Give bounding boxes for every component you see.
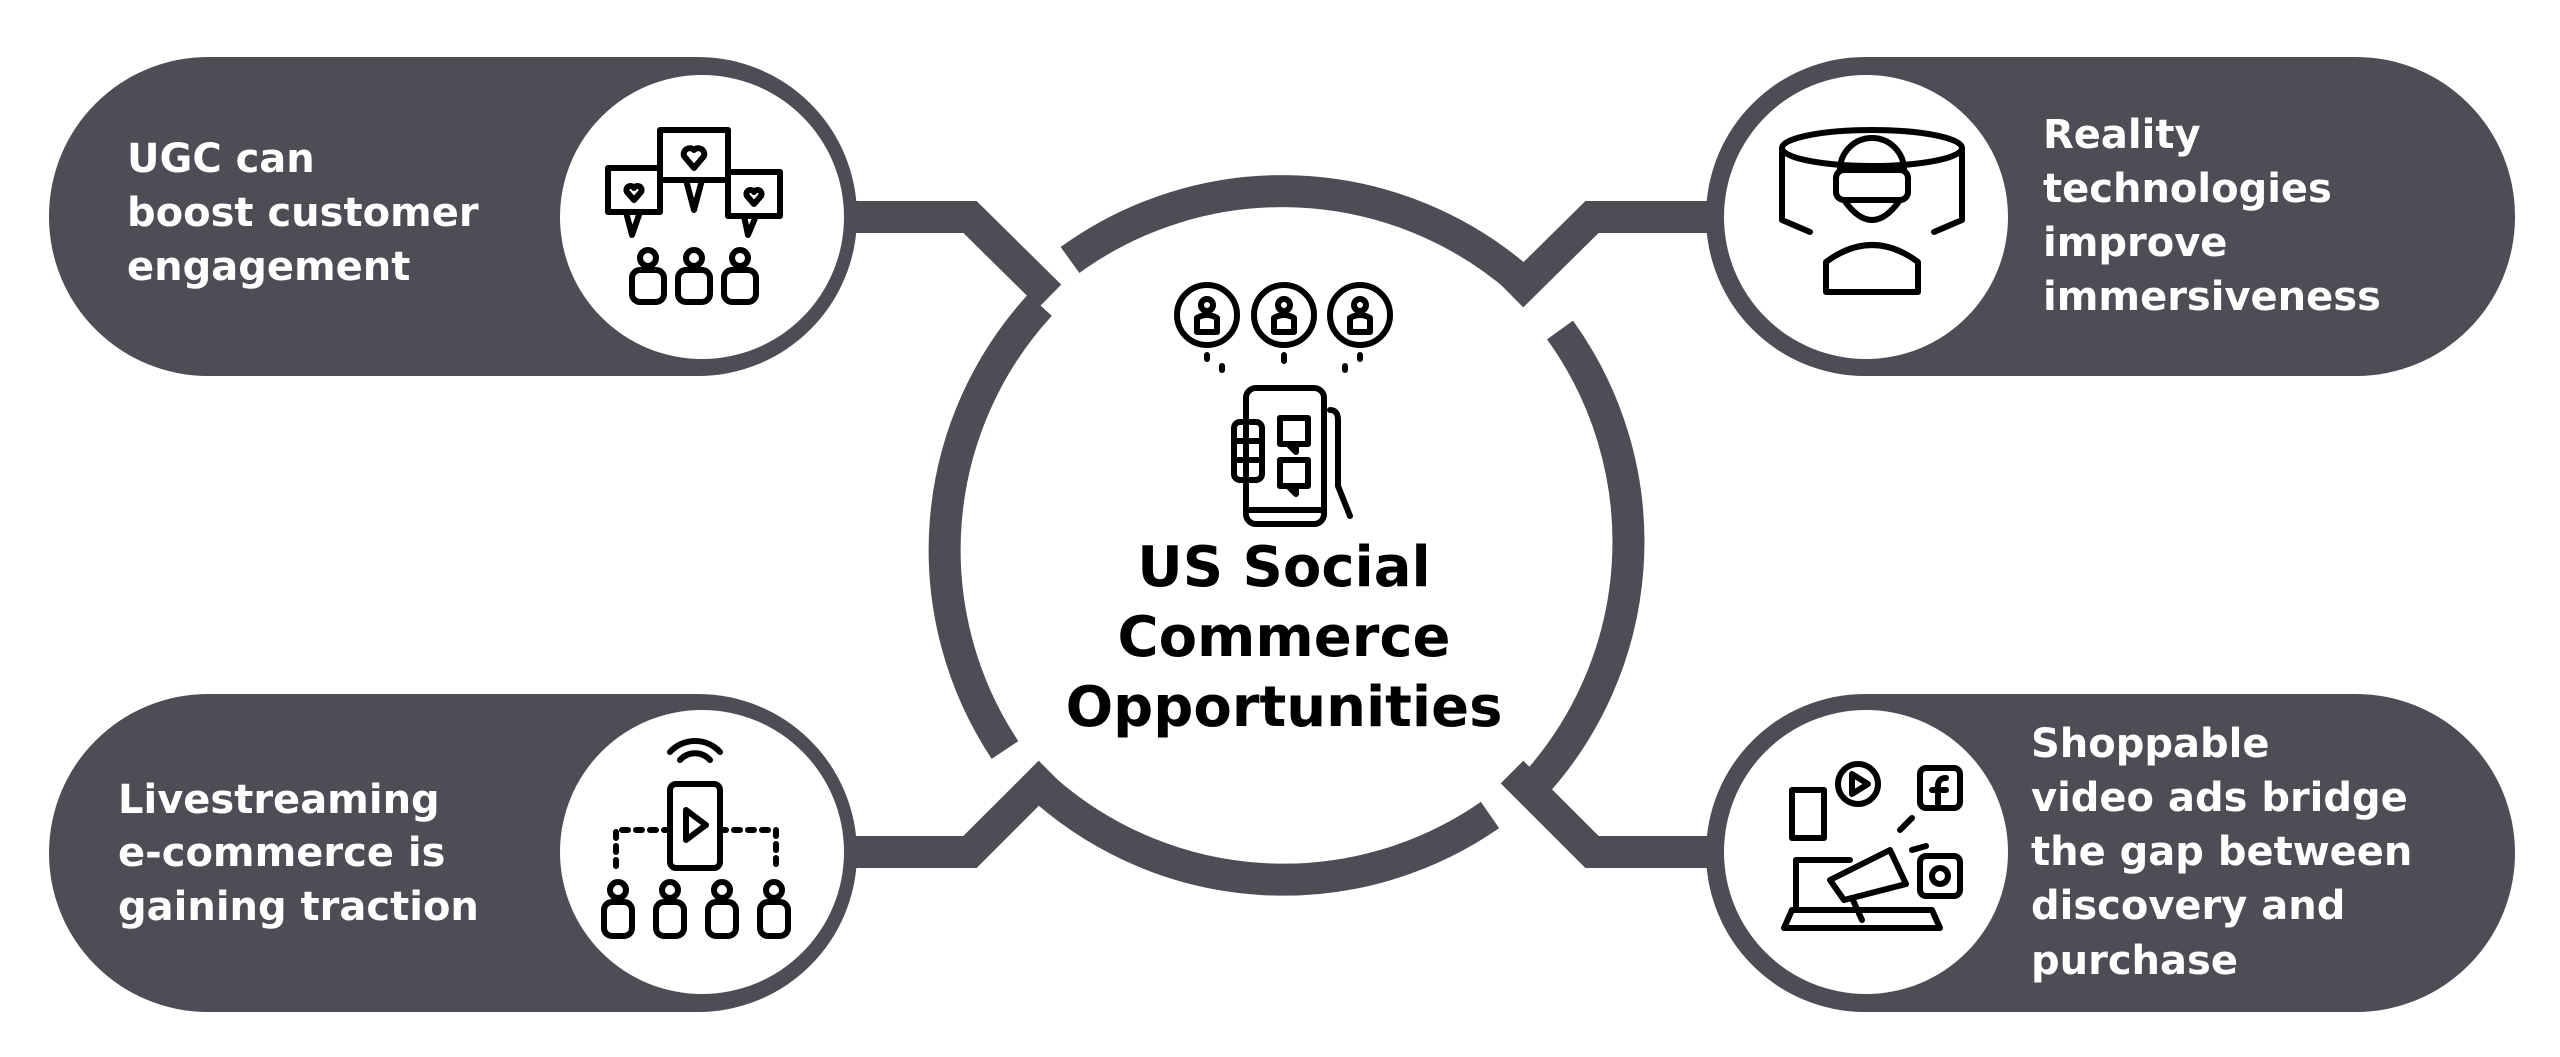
svg-text:Reality: Reality — [2043, 112, 2201, 158]
svg-text:Shoppable: Shoppable — [2031, 721, 2270, 767]
ugc-text-line: boost customer — [127, 190, 479, 236]
svg-text:Livestreaming: Livestreaming — [118, 777, 440, 823]
livestream-audience-icon — [601, 738, 791, 939]
livestream-text-line: Livestreaming — [118, 777, 440, 823]
svg-text:immersiveness: immersiveness — [2043, 274, 2381, 320]
pill-shoppable-video: Shoppable video ads bridge the gap betwe… — [1706, 694, 2515, 1012]
connector-top-right — [1500, 201, 1720, 308]
pill-reality: Reality technologies improve immersivene… — [1706, 57, 2515, 376]
svg-text:gaining traction: gaining traction — [118, 884, 479, 930]
center-title-line: US Social — [1137, 535, 1430, 600]
reality-text-line: technologies — [2043, 166, 2332, 212]
shoppable-text-line: discovery and — [2031, 883, 2345, 929]
svg-text:US Social: US Social — [1137, 535, 1430, 600]
ugc-text-line: UGC can — [127, 136, 315, 182]
shoppable-text-line: the gap between — [2031, 829, 2412, 875]
audience-hearts-icon — [605, 127, 783, 305]
smartphone-social-users-icon — [1174, 282, 1393, 527]
ugc-text-line: engagement — [127, 244, 410, 290]
shoppable-text-line: Shoppable — [2031, 721, 2270, 767]
central-ring — [928, 175, 1645, 896]
svg-text:technologies: technologies — [2043, 166, 2332, 212]
svg-text:boost customer: boost customer — [127, 190, 479, 236]
svg-text:video ads bridge: video ads bridge — [2031, 775, 2408, 821]
center-title-line: Opportunities — [1066, 675, 1503, 740]
vr-headset-icon — [1779, 127, 1965, 295]
reality-text-line: Reality — [2043, 112, 2201, 158]
shoppable-text-line: purchase — [2031, 938, 2238, 984]
reality-text-line: immersiveness — [2043, 274, 2381, 320]
svg-text:Commerce: Commerce — [1117, 605, 1450, 670]
livestream-text-line: e-commerce is — [118, 830, 445, 876]
pill-ugc: UGC can boost customer engagement — [49, 57, 857, 376]
reality-text-line: improve — [2043, 220, 2227, 266]
svg-text:the gap between: the gap between — [2031, 829, 2412, 875]
center-title-line: Commerce — [1117, 605, 1450, 670]
svg-text:purchase: purchase — [2031, 938, 2238, 984]
megaphone-laptop-icon — [1781, 761, 1963, 931]
svg-text:UGC can: UGC can — [127, 136, 315, 182]
connector-top-left — [840, 201, 1062, 308]
connector-bottom-right — [1500, 760, 1720, 868]
pill-livestreaming: Livestreaming e-commerce is gaining trac… — [49, 694, 857, 1012]
svg-text:improve: improve — [2043, 220, 2227, 266]
livestream-text-line: gaining traction — [118, 884, 479, 930]
connector-bottom-left — [840, 760, 1062, 868]
svg-text:Opportunities: Opportunities — [1066, 675, 1503, 740]
svg-text:engagement: engagement — [127, 244, 410, 290]
shoppable-text-line: video ads bridge — [2031, 775, 2408, 821]
svg-text:e-commerce is: e-commerce is — [118, 830, 445, 876]
svg-text:discovery and: discovery and — [2031, 883, 2345, 929]
